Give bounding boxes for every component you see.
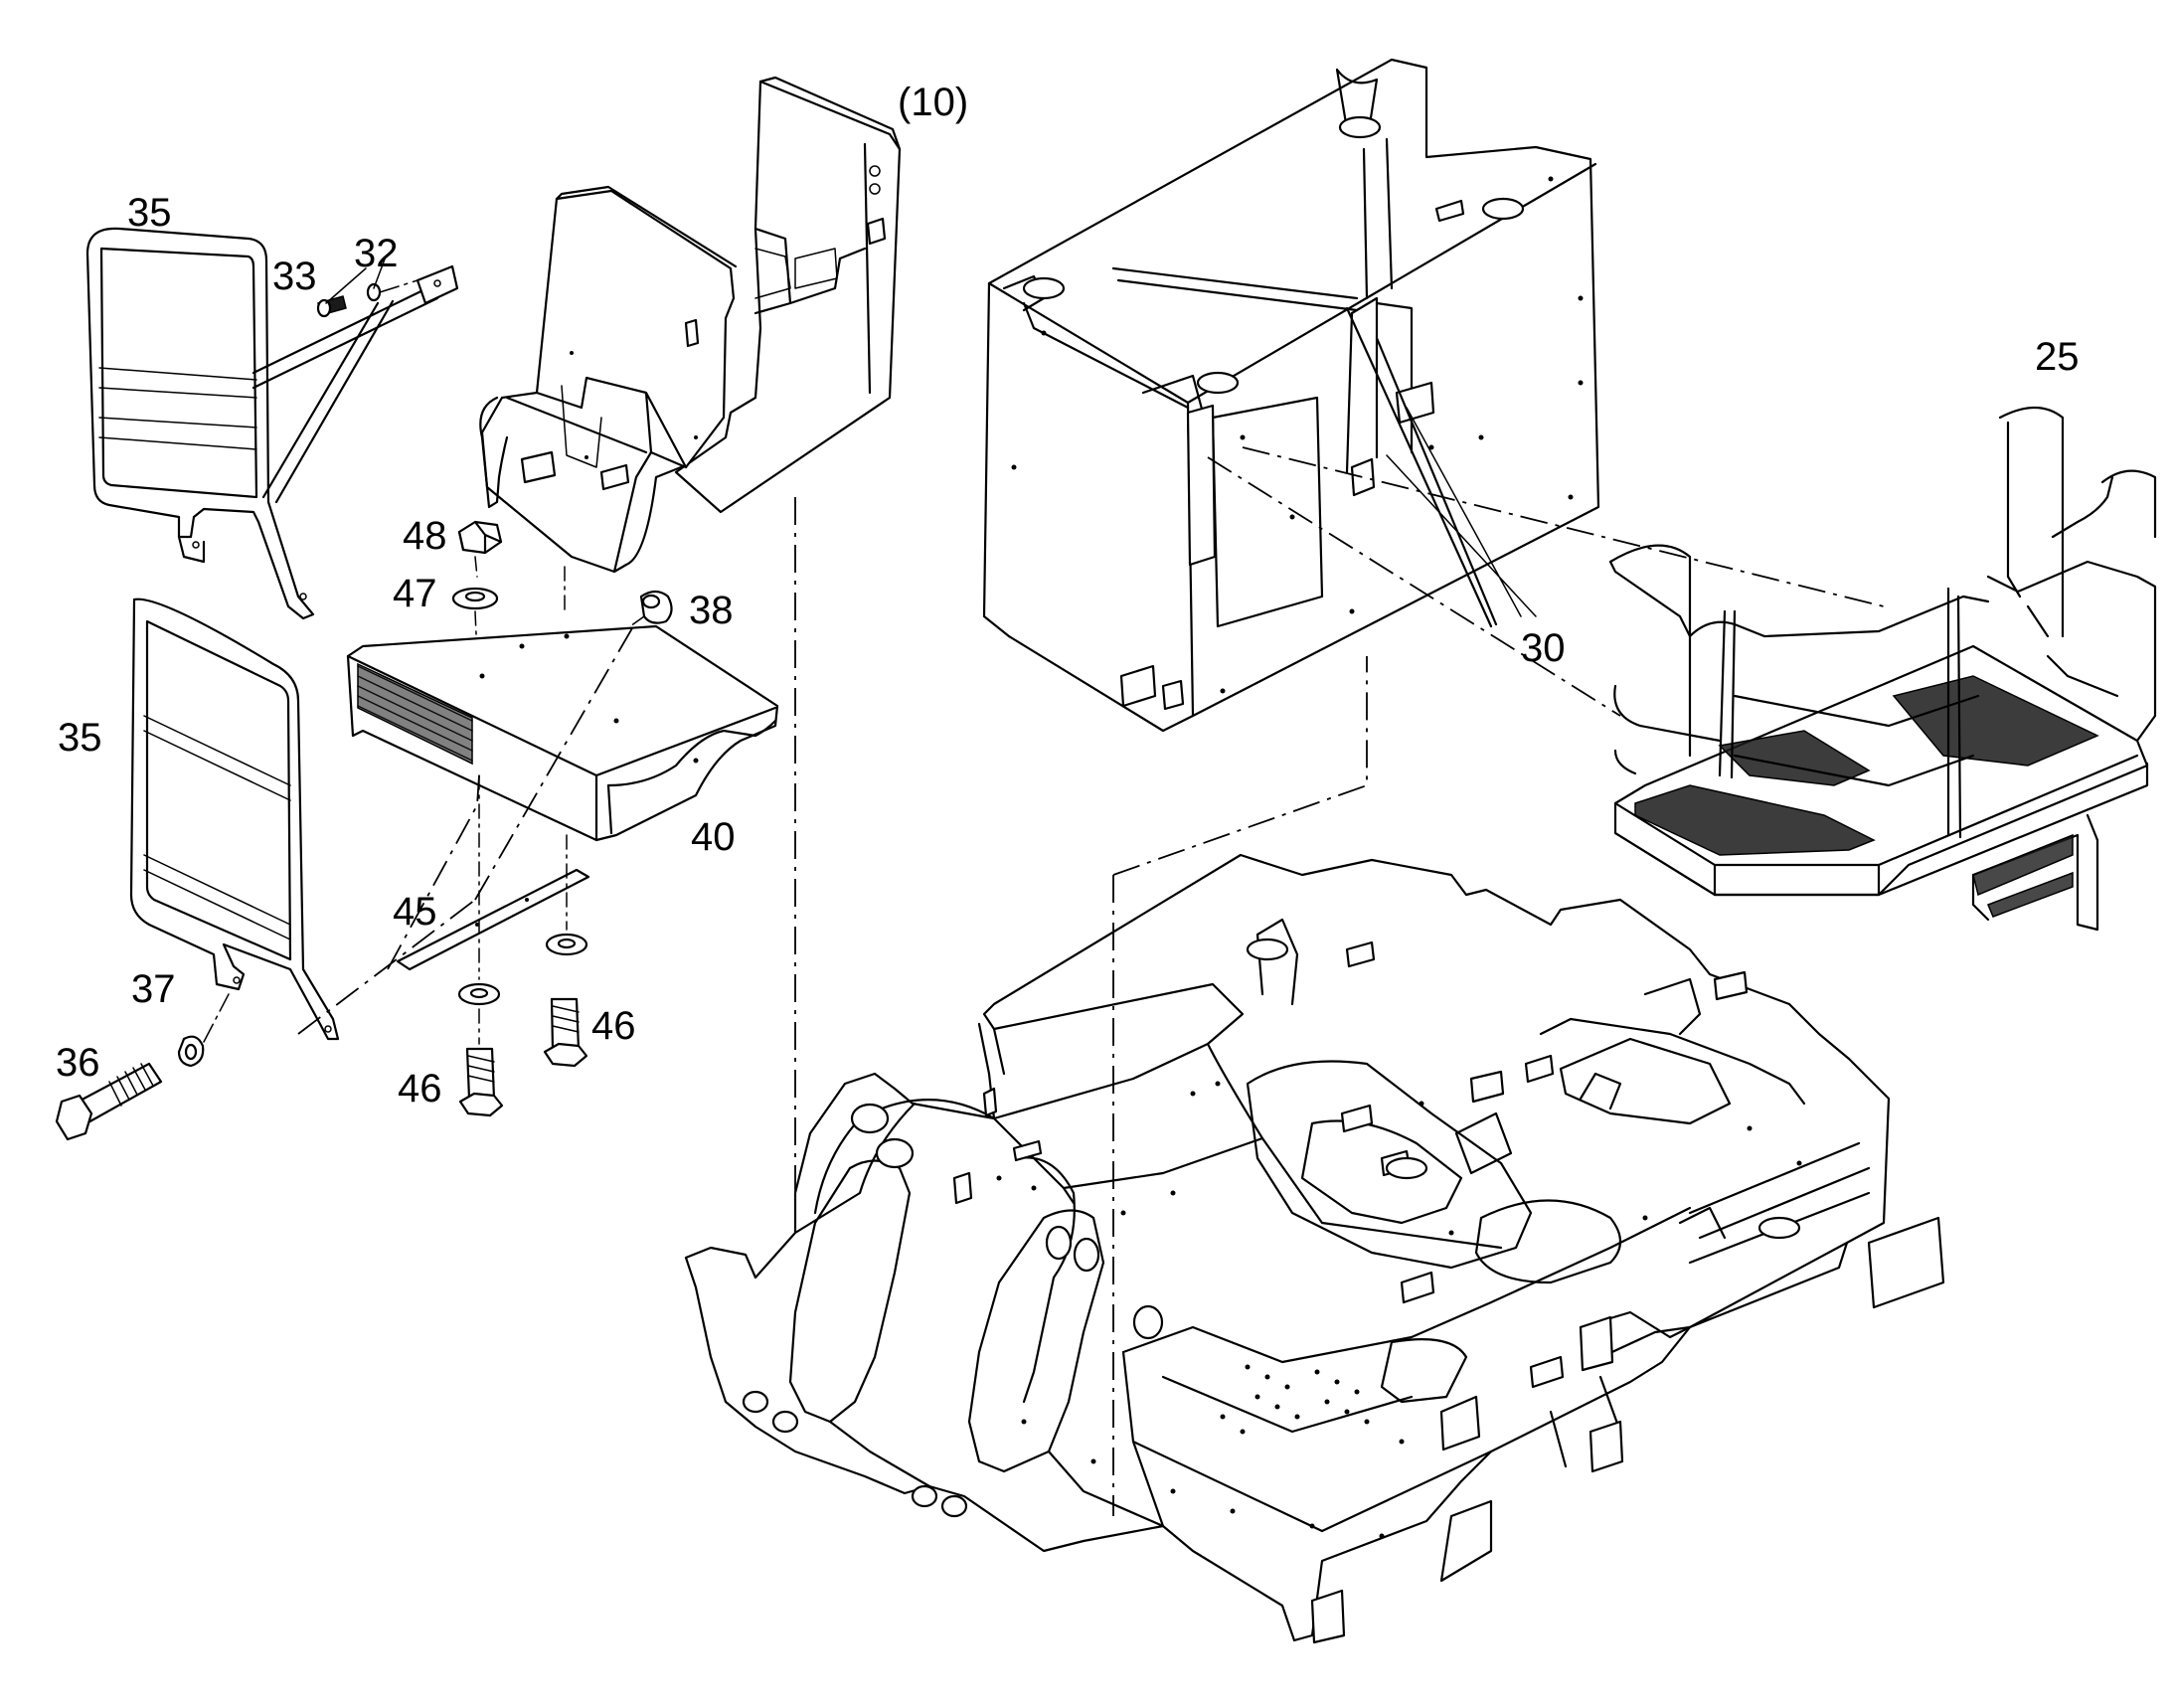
cab-frame (982, 58, 1600, 733)
label-ref-10: (10) (898, 81, 968, 124)
label-25: 25 (2035, 335, 2080, 379)
handrail-lower (129, 598, 340, 1041)
assembly-center-lines (297, 446, 1885, 1516)
seat-base-tray (346, 624, 779, 842)
label-38: 38 (689, 589, 734, 632)
main-chassis-frame (684, 853, 1945, 1644)
label-37: 37 (131, 967, 176, 1011)
tray-vent-grille (357, 662, 473, 766)
part-labels: (10) 35 33 32 25 48 47 38 30 35 40 45 37… (56, 81, 2080, 1110)
chassis-bolt-holes (996, 1081, 1802, 1539)
bolt-36 (55, 993, 230, 1141)
label-48: 48 (403, 514, 447, 558)
label-40: 40 (691, 815, 736, 859)
label-32: 32 (354, 232, 399, 275)
handrail-upper (85, 227, 459, 620)
cab-seat-cover (479, 76, 902, 574)
strip-45-and-bolts (396, 774, 590, 1117)
label-46-left: 46 (398, 1067, 442, 1110)
label-30: 30 (1521, 626, 1566, 670)
label-33: 33 (272, 255, 317, 298)
label-45: 45 (393, 890, 437, 934)
label-36: 36 (56, 1041, 100, 1085)
access-platform (1608, 407, 2157, 932)
label-47: 47 (393, 572, 437, 615)
nut-washer-grommet (451, 520, 673, 657)
label-35-lower: 35 (58, 716, 102, 760)
leader-lines (325, 256, 1537, 617)
label-46-right: 46 (591, 1004, 636, 1048)
label-35-upper: 35 (127, 191, 172, 235)
